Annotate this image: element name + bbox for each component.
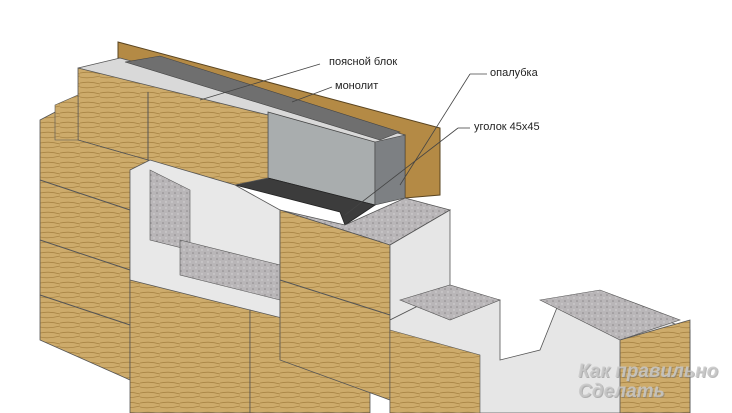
lower-wall <box>129 279 251 413</box>
watermark-line1: Как правильно <box>578 361 719 382</box>
watermark: Как правильно Сделать <box>578 362 718 402</box>
watermark-line2: Сделать <box>578 381 665 402</box>
label-angle: уголок 45х45 <box>474 121 540 133</box>
monolith-top <box>124 55 401 141</box>
label-formwork: опалубка <box>490 67 538 79</box>
label-monolith: монолит <box>335 80 379 92</box>
label-belt-block: поясной блок <box>329 56 398 68</box>
